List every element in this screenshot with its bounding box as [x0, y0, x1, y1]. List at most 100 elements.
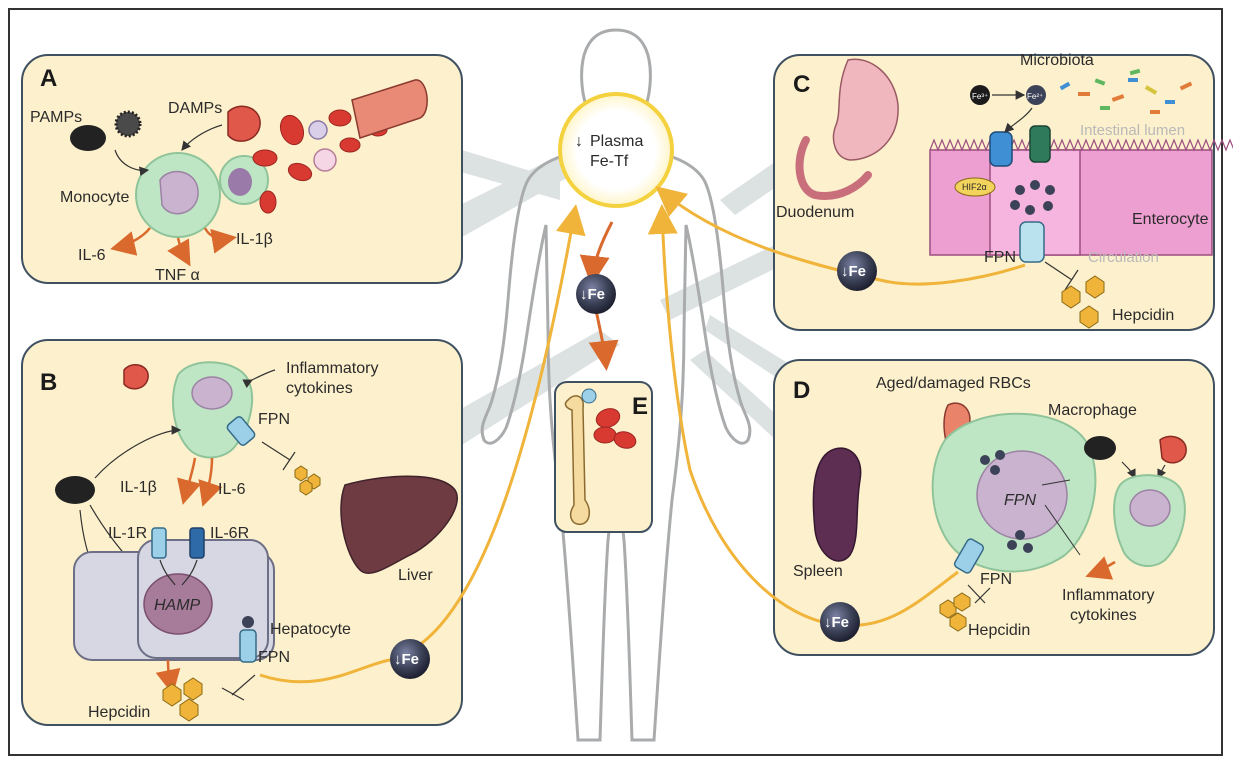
fpn-inner-label: FPN	[1004, 492, 1036, 509]
fe-center-label: ↓Fe	[580, 286, 605, 303]
fe-node-center: ↓Fe	[576, 274, 616, 314]
fe-node-spleen: ↓Fe	[820, 602, 860, 642]
il1r-receptor-icon	[151, 527, 167, 559]
enterocyte-layer	[929, 138, 1233, 256]
fpn-top-label: FPN	[258, 411, 290, 428]
iron-particles	[980, 450, 1033, 553]
monocyte-label: Monocyte	[60, 189, 129, 206]
hepatocyte-label: Hepatocyte	[270, 621, 351, 638]
inflammatory-label-2: cytokines	[1070, 607, 1137, 624]
immune-cell-nucleus	[191, 376, 233, 410]
panel-d-letter: D	[793, 377, 810, 404]
spleen-label: Spleen	[793, 563, 843, 580]
monocyte-nucleus	[159, 170, 199, 215]
macrophage-label: Macrophage	[1048, 402, 1137, 419]
hepcidin-hexagons	[939, 592, 971, 632]
fe-spleen-label: ↓Fe	[824, 614, 849, 631]
plasma-fe-tf-node: ↓ Plasma Fe-Tf	[558, 92, 674, 208]
fe-node-liver: ↓Fe	[390, 639, 430, 679]
fpn-transporter-icon	[226, 416, 256, 446]
microbiota-icons	[1059, 68, 1193, 114]
fe-duodenum-label: ↓Fe	[841, 263, 866, 280]
bacterium-icon	[1084, 436, 1116, 460]
damps-label: DAMPs	[168, 100, 222, 117]
fe2-label: Fe²⁺	[1027, 92, 1043, 101]
intestinal-lumen-label: Intestinal lumen	[1080, 122, 1185, 139]
panel-b: B Inflammatory cytokines FPN IL-1β IL-6 …	[21, 339, 463, 726]
fpn-label: FPN	[984, 249, 1016, 266]
fpn-bottom-label: FPN	[258, 649, 290, 666]
hif2a-label: HIF2α	[962, 182, 987, 192]
tnf-label: TNF α	[155, 267, 200, 284]
damaged-cell-icon	[227, 105, 261, 142]
hamp-label: HAMP	[154, 597, 201, 614]
blood-vessel-icon	[351, 79, 428, 139]
inflammatory-label-1: Inflammatory	[1062, 587, 1154, 604]
panel-c: C Duodenum Fe³⁺ Fe²⁺ Microbiota	[773, 52, 1233, 331]
panel-e: E	[554, 381, 653, 533]
hepcidin-label: Hepcidin	[88, 704, 150, 721]
hepcidin-hexagons-top	[294, 465, 321, 496]
pamps-label: PAMPs	[30, 109, 82, 126]
circulation-label: Circulation	[1088, 249, 1159, 266]
iron-particles	[1010, 180, 1055, 215]
dmt1-transporter-icon	[989, 131, 1013, 167]
fe-liver-label: ↓Fe	[394, 651, 419, 668]
arrow-liver-to-plasma	[259, 204, 586, 684]
fpn-transporter-icon	[953, 538, 985, 574]
liver-label: Liver	[398, 567, 433, 584]
aged-rbcs-label: Aged/damaged RBCs	[876, 375, 1031, 392]
arrow-spleen-to-plasma	[647, 204, 959, 628]
damaged-cell-icon	[123, 363, 149, 390]
hepcidin-label: Hepcidin	[1112, 307, 1174, 324]
red-blood-cells	[593, 408, 637, 449]
inflammatory-label-2: cytokines	[286, 380, 353, 397]
virus-icon	[114, 110, 142, 138]
bacterium-icon	[55, 476, 95, 504]
il1r-label: IL-1R	[108, 525, 147, 542]
panel-b-letter: B	[40, 369, 57, 396]
hepcidin-hexagons	[162, 677, 203, 722]
fpn-label: FPN	[980, 571, 1012, 588]
hif2a-icon	[954, 177, 996, 197]
enterocyte-label: Enterocyte	[1132, 211, 1209, 228]
liver-organ	[340, 475, 458, 575]
spleen-organ	[812, 447, 862, 562]
fe3-ion-icon	[970, 85, 990, 105]
panel-e-letter: E	[632, 393, 648, 420]
il1b-label: IL-1β	[120, 479, 157, 496]
stomach-organ	[832, 58, 899, 161]
fpn-transporter-icon	[239, 629, 257, 663]
hepcidin-label: Hepcidin	[968, 622, 1030, 639]
inflammatory-label-1: Inflammatory	[286, 360, 378, 377]
arrow-fe-to-marrow	[588, 309, 619, 371]
hepcidin-hexagons	[1061, 275, 1105, 329]
il6-label: IL-6	[78, 247, 106, 264]
fe-tf-label: Fe-Tf	[590, 153, 629, 170]
fe2-ion-icon	[1026, 85, 1046, 105]
dcytb-reductase-icon	[1029, 125, 1051, 163]
il1b-label: IL-1β	[236, 231, 273, 248]
red-blood-cells	[252, 109, 388, 214]
panel-d: D Aged/damaged RBCs Macrophage FPN Splee…	[773, 359, 1215, 656]
joint-icon	[581, 388, 597, 404]
il6-label: IL-6	[218, 481, 246, 498]
femur-bone	[564, 395, 590, 526]
panel-a: A PAMPs DAMPs Monocyte	[21, 54, 463, 284]
plasma-label: Plasma	[590, 133, 643, 150]
fe3-label: Fe³⁺	[972, 92, 988, 101]
arrow-plasma-to-fe	[579, 221, 614, 286]
small-monocyte-nucleus	[228, 168, 252, 196]
duodenum-organ	[795, 136, 872, 200]
il6r-label: IL-6R	[210, 525, 249, 542]
microbiota-label: Microbiota	[1020, 52, 1094, 69]
hamp-nucleus	[143, 573, 213, 635]
fe-node-duodenum: ↓Fe	[837, 251, 877, 291]
iron-particle-icon	[242, 616, 254, 628]
panel-a-letter: A	[40, 65, 57, 92]
damaged-cell-icon	[1159, 435, 1187, 464]
lymphocyte-icon	[308, 120, 328, 140]
il6r-receptor-icon	[189, 527, 205, 559]
bacterium-icon	[70, 125, 106, 151]
